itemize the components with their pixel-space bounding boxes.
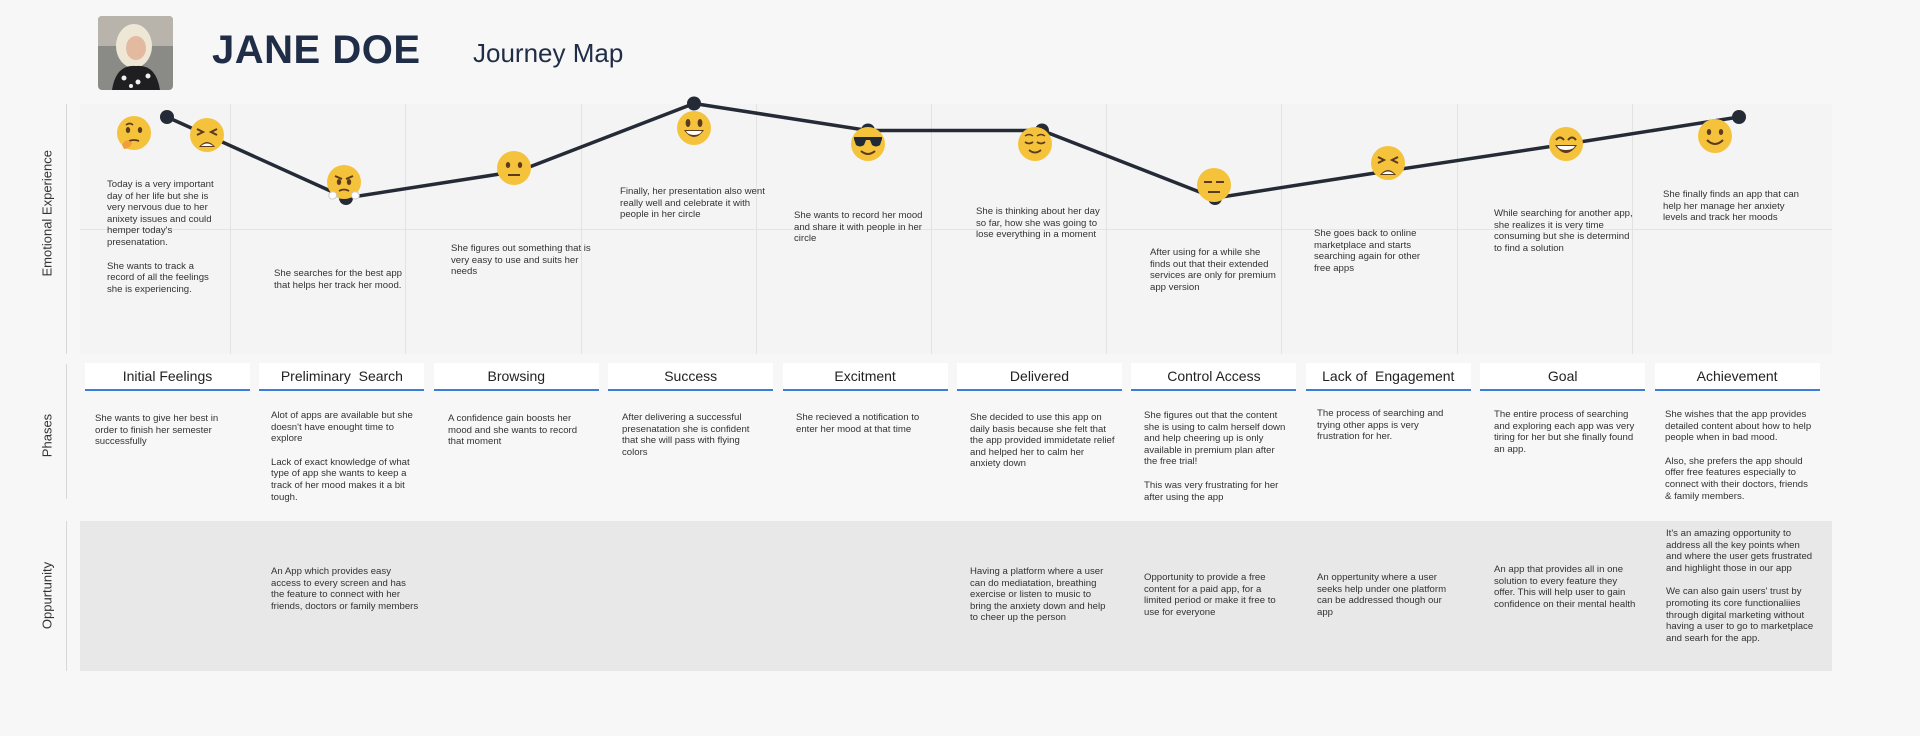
text-paragraph: She decided to use this app on daily bas…: [970, 412, 1115, 470]
text-paragraph: She goes back to online marketplace and …: [1314, 228, 1421, 274]
text-paragraph: While searching for another app, she rea…: [1494, 208, 1633, 254]
phase-header: Browsing: [433, 363, 599, 391]
column-divider: [1281, 104, 1283, 354]
emotion-point: [1732, 110, 1746, 124]
phase-description: She wants to give her best in order to f…: [95, 413, 225, 448]
phase-description: She decided to use this app on daily bas…: [970, 412, 1115, 470]
text-paragraph: A confidence gain boosts her mood and sh…: [448, 413, 578, 448]
emotion-point: [160, 110, 174, 124]
row-divider-opportunity: [66, 521, 67, 671]
emotion-description: After using for a while she finds out th…: [1150, 247, 1280, 293]
tired-face-icon: [1370, 145, 1406, 186]
emotion-line: [166, 101, 1740, 200]
phase-header: Excitment: [782, 363, 948, 391]
phase-header: Lack of Engagement: [1305, 363, 1471, 391]
column-divider: [580, 104, 582, 354]
text-paragraph: She wants to track a record of all the f…: [107, 260, 209, 295]
persona-name: JANE DOE: [212, 28, 421, 72]
opportunity-description: Having a platform where a user can do me…: [970, 566, 1115, 624]
text-paragraph: She recieved a notification to enter her…: [796, 412, 920, 435]
phase-description: After delivering a successful presenatat…: [622, 412, 762, 458]
phase-description: She recieved a notification to enter her…: [796, 412, 926, 435]
smiling-face-icon: [1697, 118, 1733, 159]
opportunity-description: An App which provides easy access to eve…: [271, 566, 421, 612]
phase-header: Success: [608, 363, 774, 391]
relieved-face-icon: [1017, 126, 1053, 167]
text-paragraph: Today is a very important day of her lif…: [107, 179, 214, 248]
text-paragraph: Lack of exact knowledge of what type of …: [271, 456, 410, 503]
text-paragraph: She figures out that the content she is …: [1144, 410, 1286, 468]
text-paragraph: She searches for the best app that helps…: [274, 268, 402, 291]
sunglasses-face-icon: [850, 126, 886, 167]
phase-header: Delivered: [957, 363, 1122, 391]
text-paragraph: She is thinking about her day so far, ho…: [976, 206, 1100, 241]
opportunity-description: Opportunity to provide a free content fo…: [1144, 572, 1289, 618]
emotion-description: She goes back to online marketplace and …: [1314, 228, 1432, 274]
emotion-point: [687, 96, 701, 111]
grinning-face-icon: [676, 110, 712, 151]
text-paragraph: She finally finds an app that can help h…: [1663, 189, 1800, 224]
emotion-description: Today is a very important day of her lif…: [107, 179, 219, 295]
tired-face-icon: [189, 117, 225, 158]
beaming-face-icon: [1548, 126, 1584, 167]
text-paragraph: The entire process of searching and expl…: [1494, 409, 1635, 455]
emotion-description: She finally finds an app that can help h…: [1663, 189, 1805, 224]
column-divider: [755, 104, 757, 354]
neutral-face-icon: [496, 150, 532, 191]
phase-header: Preliminary Search: [259, 363, 425, 391]
text-paragraph: She figures out something that is very e…: [451, 243, 591, 278]
emotion-description: Finally, her presentation also went real…: [620, 186, 770, 221]
column-divider: [405, 104, 407, 354]
emotion-description: She searches for the best app that helps…: [274, 268, 409, 291]
text-paragraph: An oppertunity where a user seeks help u…: [1317, 572, 1447, 618]
column-divider: [1106, 104, 1108, 354]
row-divider-emotional: [66, 104, 67, 354]
phase-header: Achievement: [1654, 363, 1820, 391]
text-paragraph: Having a platform where a user can do me…: [970, 566, 1106, 624]
row-divider-phases: [66, 364, 67, 499]
text-paragraph: We can also gain users' trust by promoti…: [1666, 586, 1814, 644]
text-paragraph: An app that provides all in one solution…: [1494, 564, 1636, 610]
text-paragraph: Finally, her presentation also went real…: [620, 186, 765, 221]
text-paragraph: This was very frustrating for her after …: [1144, 479, 1279, 503]
text-paragraph: The process of searching and trying othe…: [1317, 408, 1444, 443]
text-paragraph: She wishes that the app provides detaile…: [1665, 409, 1812, 444]
text-paragraph: Opportunity to provide a free content fo…: [1144, 572, 1276, 618]
phase-header: Initial Feelings: [85, 363, 250, 391]
avatar: [98, 16, 173, 90]
baseline-line: [80, 229, 1832, 230]
thinking-face-icon: [116, 115, 152, 156]
phase-description: The entire process of searching and expl…: [1494, 409, 1639, 455]
text-paragraph: Alot of apps are available but she doesn…: [271, 410, 413, 445]
column-divider: [931, 104, 932, 354]
column-divider: [230, 104, 232, 354]
phase-header: Goal: [1480, 363, 1646, 391]
emotion-description: She wants to record her mood and share i…: [794, 210, 926, 245]
phase-description: She wishes that the app provides detaile…: [1665, 409, 1815, 502]
opportunity-area: [80, 521, 1832, 671]
page-subtitle: Journey Map: [473, 38, 624, 68]
text-paragraph: Also, she prefers the app should offer f…: [1665, 455, 1808, 502]
text-paragraph: After using for a while she finds out th…: [1150, 247, 1276, 293]
column-divider: [1631, 104, 1633, 354]
opportunity-description: It's an amazing opportunity to address a…: [1666, 528, 1816, 644]
text-paragraph: It's an amazing opportunity to address a…: [1666, 528, 1813, 574]
opportunity-description: An oppertunity where a user seeks help u…: [1317, 572, 1452, 618]
text-paragraph: She wants to record her mood and share i…: [794, 210, 923, 245]
emotion-description: She is thinking about her day so far, ho…: [976, 206, 1104, 241]
phase-description: Alot of apps are available but she doesn…: [271, 410, 421, 503]
text-paragraph: She wants to give her best in order to f…: [95, 413, 219, 448]
emotion-description: She figures out something that is very e…: [451, 243, 591, 278]
text-paragraph: An App which provides easy access to eve…: [271, 566, 419, 612]
phase-header: Control Access: [1131, 363, 1297, 391]
emotion-description: While searching for another app, she rea…: [1494, 208, 1634, 254]
text-paragraph: After delivering a successful presenatat…: [622, 412, 750, 458]
steam-face-icon: [326, 164, 362, 205]
phase-description: A confidence gain boosts her mood and sh…: [448, 413, 578, 448]
phase-description: The process of searching and trying othe…: [1317, 408, 1452, 443]
opportunity-description: An app that provides all in one solution…: [1494, 564, 1639, 610]
phase-description: She figures out that the content she is …: [1144, 410, 1289, 503]
column-divider: [1456, 104, 1458, 354]
expressionless-face-icon: [1196, 167, 1232, 208]
